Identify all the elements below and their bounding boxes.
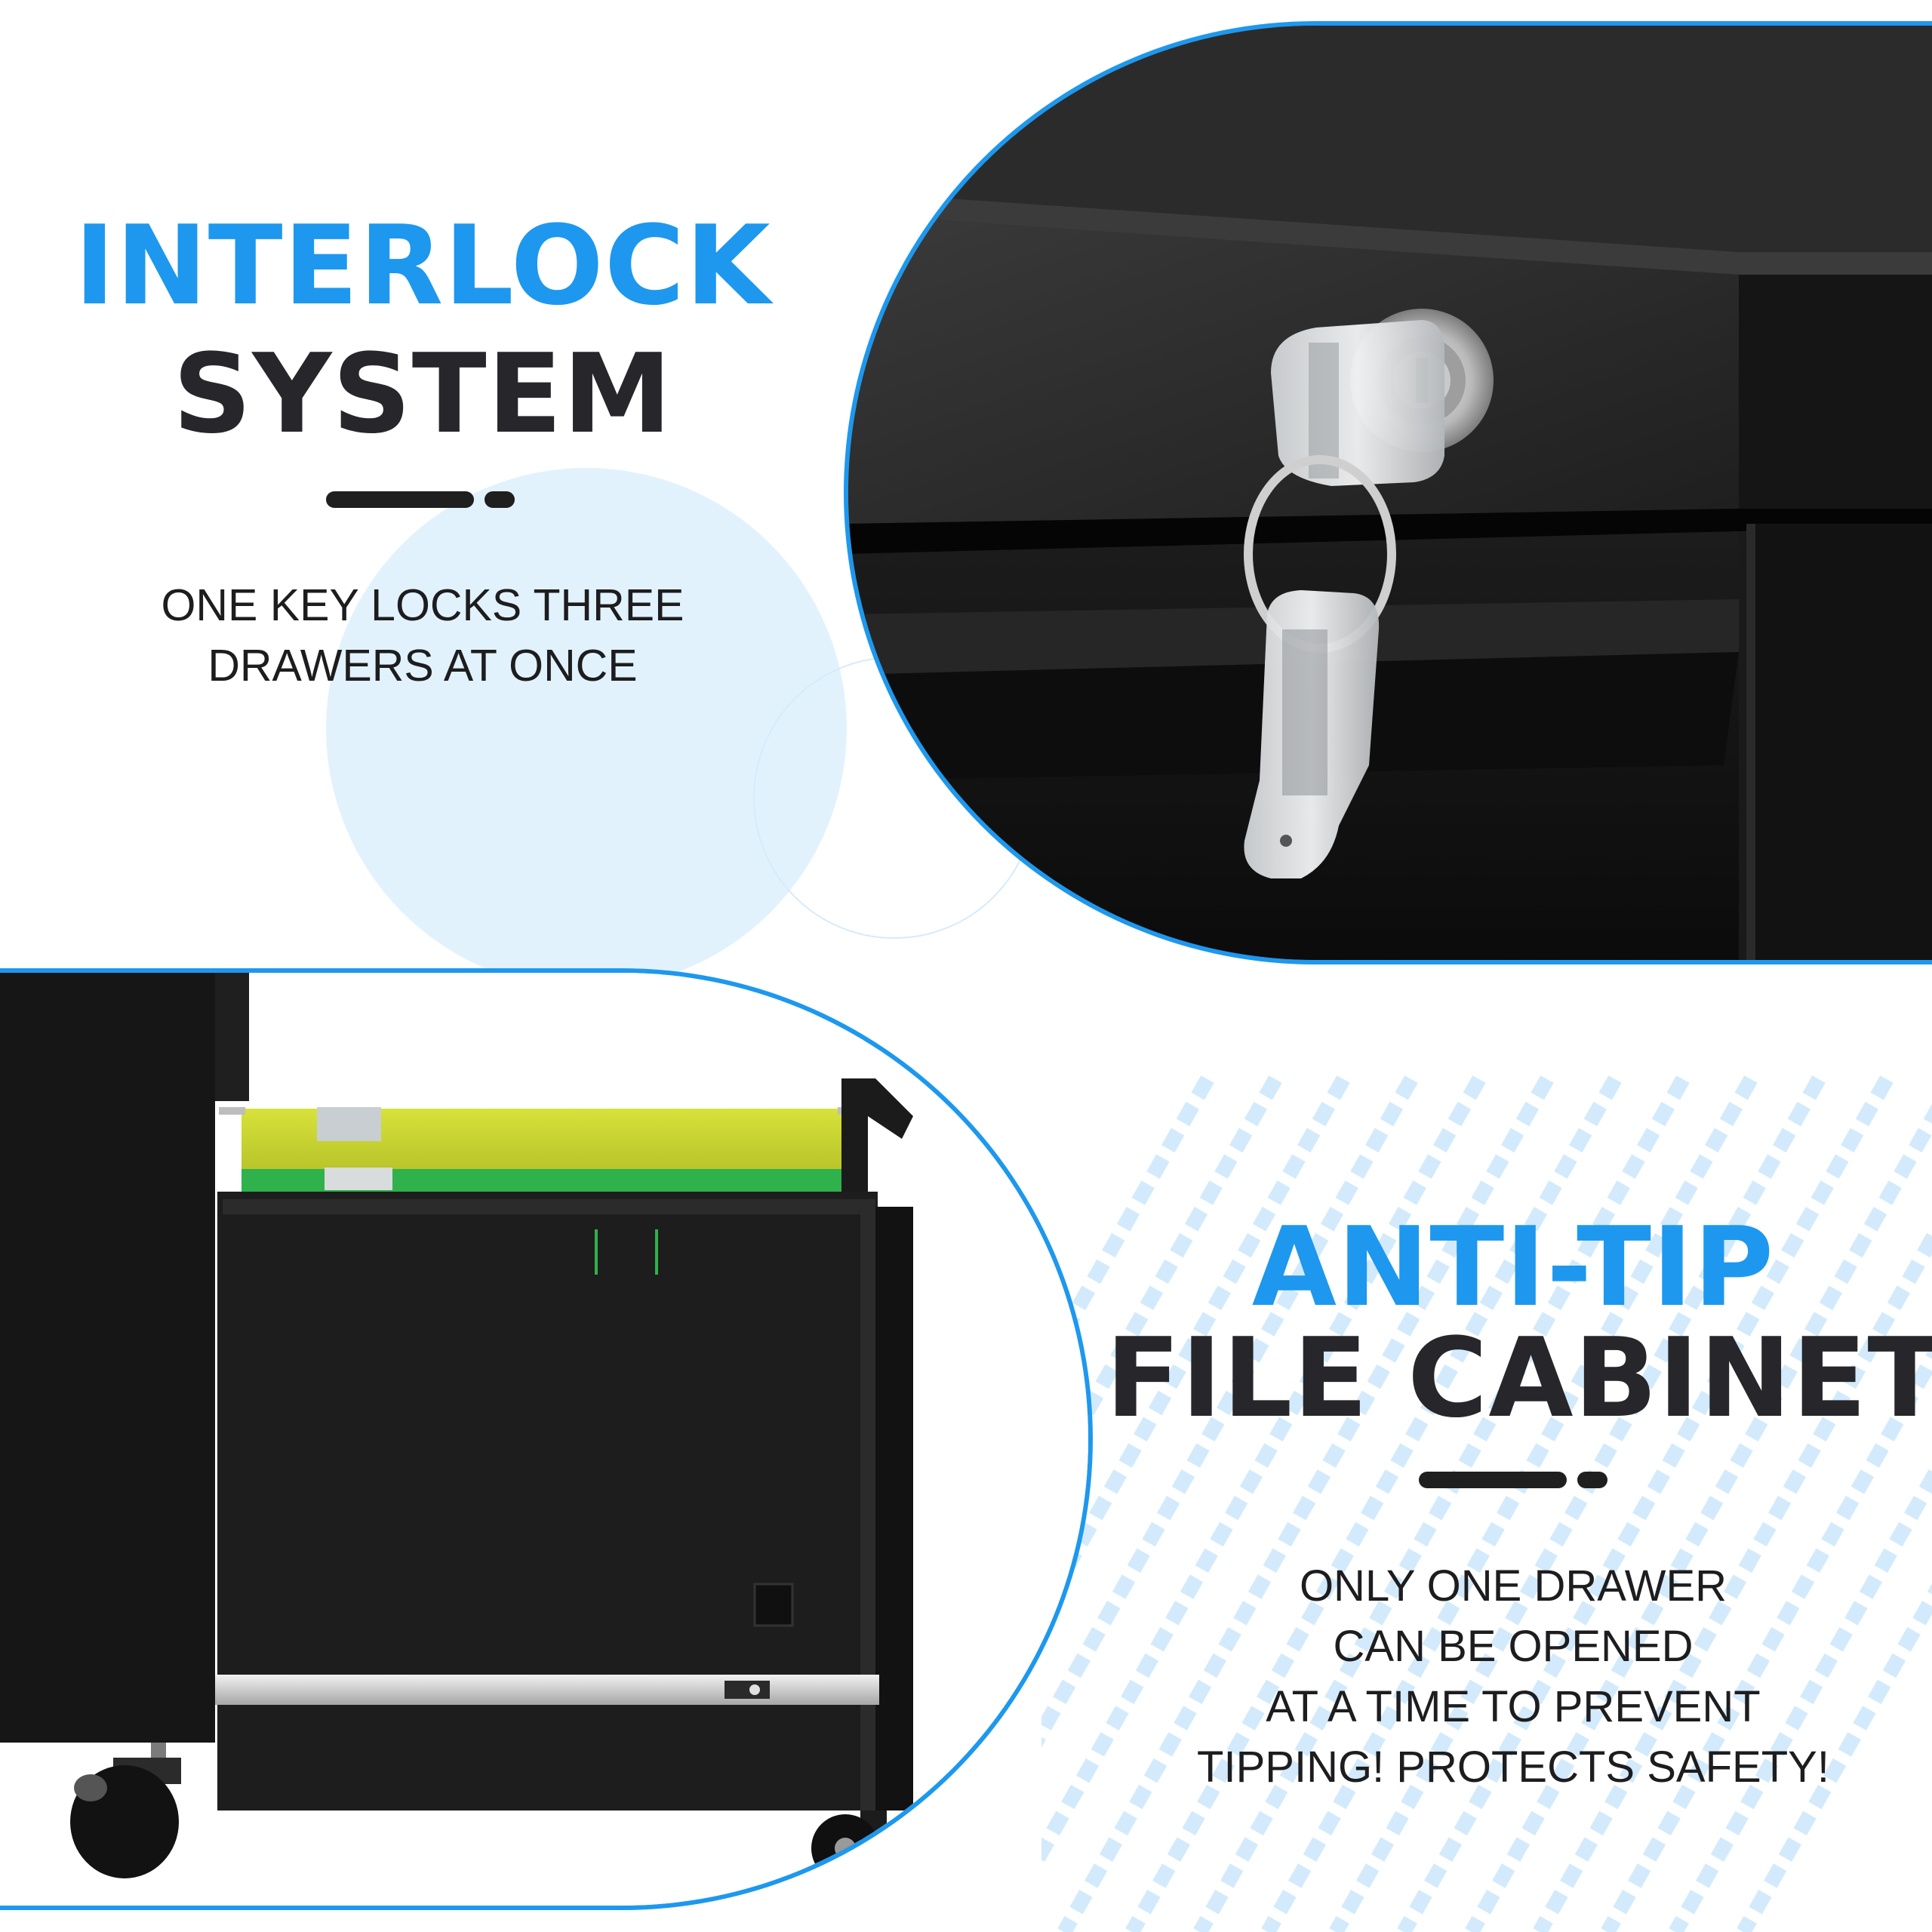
bottom-description-line3: AT A TIME TO PREVENT bbox=[1266, 1682, 1761, 1731]
top-description-line2: DRAWERS AT ONCE bbox=[208, 641, 638, 691]
top-title-line2: SYSTEM bbox=[172, 331, 673, 458]
top-dash-divider-icon bbox=[326, 491, 515, 508]
lock-closeup-photo bbox=[844, 21, 1932, 964]
bottom-description-line2: CAN BE OPENED bbox=[1333, 1622, 1694, 1671]
top-description-line1: ONE KEY LOCKS THREE bbox=[161, 580, 685, 630]
bottom-description-line1: ONLY ONE DRAWER bbox=[1299, 1561, 1727, 1611]
top-title-line1: INTERLOCK bbox=[74, 202, 771, 330]
decor-light-circle bbox=[326, 468, 847, 989]
open-drawer-photo bbox=[0, 968, 1093, 1910]
bottom-title-line2: FILE CABINET bbox=[1106, 1315, 1932, 1442]
bottom-title-line1: ANTI-TIP bbox=[1251, 1204, 1775, 1331]
bottom-description-line4: TIPPING! PROTECTS SAFETY! bbox=[1197, 1743, 1829, 1792]
bottom-dash-divider-icon bbox=[1419, 1472, 1607, 1488]
decor-stripe-pattern bbox=[1041, 1075, 1932, 1932]
